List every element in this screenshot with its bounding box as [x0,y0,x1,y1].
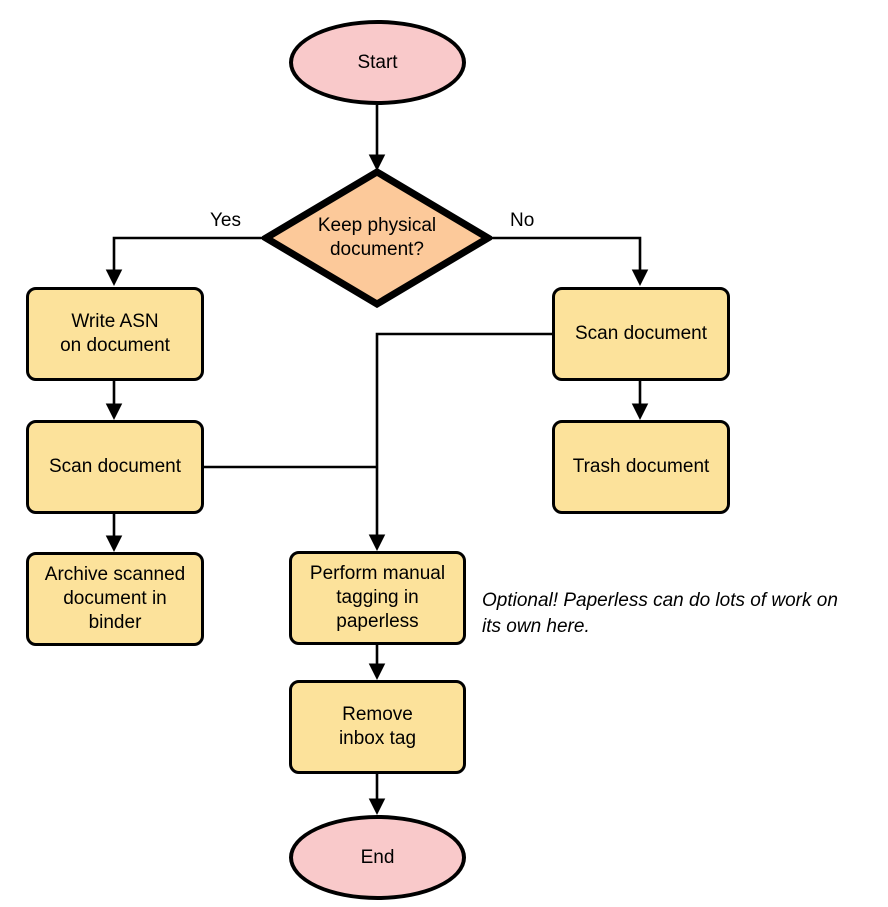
edge-decision-yes [105,236,265,287]
node-scan-document-right-label: Scan document [574,323,708,345]
diamond-shape [262,168,492,308]
node-write-asn-on-document[interactable]: Write ASN on document [26,287,204,381]
node-end[interactable]: End [289,815,466,900]
node-tagging-label: Perform manual tagging in paperless [309,563,446,632]
node-start[interactable]: Start [289,20,466,105]
node-perform-manual-tagging[interactable]: Perform manual tagging in paperless [289,551,466,645]
node-start-label: Start [357,51,398,73]
edge-scanright-to-tagging [368,332,552,552]
node-trash-document[interactable]: Trash document [552,420,730,514]
edge-label-yes: Yes [208,210,243,232]
edge-decision-no [489,236,649,287]
node-archive-scanned-document[interactable]: Archive scanned document in binder [26,552,204,646]
node-remove-inbox-tag[interactable]: Remove inbox tag [289,680,466,774]
node-trash-document-label: Trash document [572,456,710,478]
node-remove-inbox-label: Remove inbox tag [338,704,417,749]
optional-note: Optional! Paperless can do lots of work … [482,588,882,639]
node-end-label: End [360,846,395,868]
node-write-asn-label: Write ASN on document [60,311,170,356]
edge-label-no: No [508,210,537,232]
node-scan-document-right[interactable]: Scan document [552,287,730,381]
node-decision-label: Keep physical document? [317,215,437,260]
node-scan-document-left[interactable]: Scan document [26,420,204,514]
optional-note-line-2: its own here. [482,615,590,637]
node-keep-physical-document[interactable]: Keep physical document? [262,168,492,308]
optional-note-line-1: Optional! Paperless can do lots of work … [482,590,838,611]
node-scan-document-left-label: Scan document [48,456,182,478]
node-archive-label: Archive scanned document in binder [44,564,186,633]
